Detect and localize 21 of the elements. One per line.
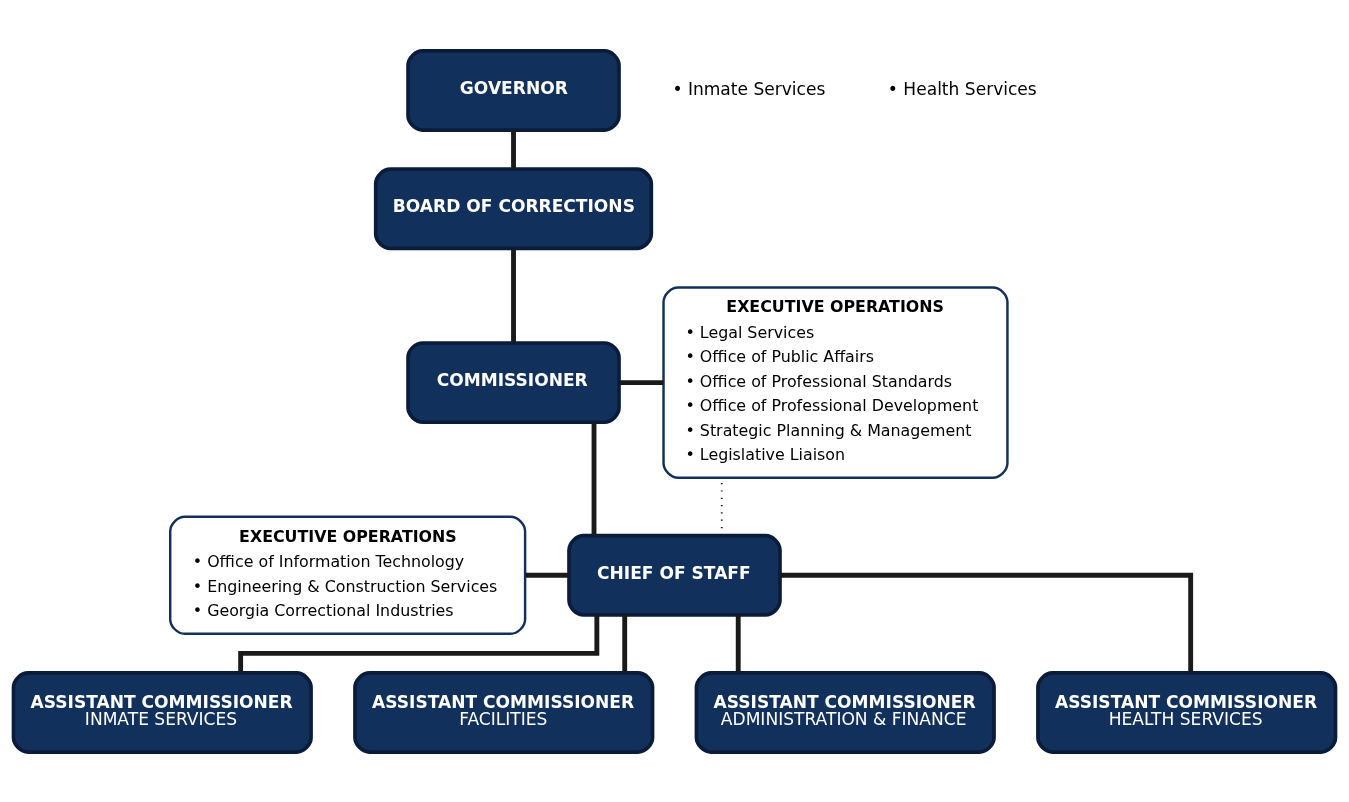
connector (238, 614, 600, 673)
node-box: COMMISSIONER (406, 340, 621, 424)
node-box: EXECUTIVE OPERATIONS • Legal Services • Office of Public Affairs • Office of Professional Standards • Office of Professional Development • Strategic Planning & Management • Legislative Liaison (662, 285, 1009, 479)
connector (525, 572, 569, 578)
connector (511, 248, 516, 343)
label: • Inmate Services (672, 78, 826, 99)
connector (780, 572, 1194, 673)
node-box: GOVERNOR (406, 48, 621, 132)
connector (591, 422, 597, 535)
node-box: CHIEF OF STAFF (567, 533, 782, 617)
label: • Health Services (887, 78, 1037, 99)
connector (622, 614, 628, 672)
node-box: EXECUTIVE OPERATIONS • Office of Information Technology • Engineering & Construction Services • Georgia Correctional Industries (169, 515, 527, 635)
connector (511, 129, 516, 169)
node-box: ASSISTANT COMMISSIONER FACILITIES (353, 670, 655, 754)
node-box: ASSISTANT COMMISSIONER HEALTH SERVICES (1036, 670, 1338, 754)
connector (619, 379, 664, 385)
node-box: ASSISTANT COMMISSIONER INMATE SERVICES (11, 670, 313, 754)
node-box: BOARD OF CORRECTIONS (373, 166, 654, 250)
connector (735, 614, 741, 672)
node-box: ASSISTANT COMMISSIONER ADMINISTRATION & FINANCE (694, 670, 996, 754)
